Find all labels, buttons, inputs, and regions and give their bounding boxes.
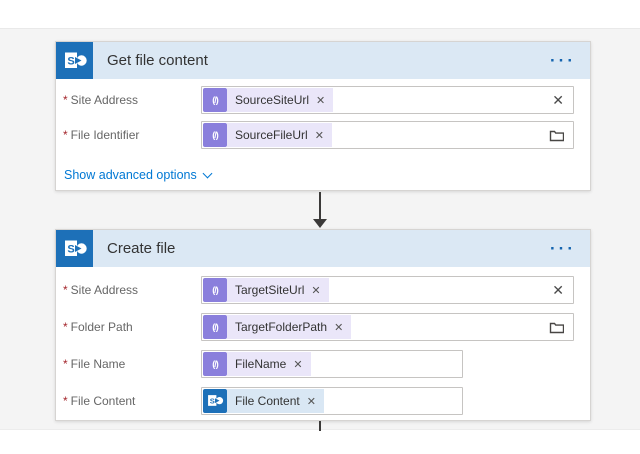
svg-text:S: S [67, 243, 74, 255]
file-identifier-input[interactable]: (/) SourceFileUrl✕ [201, 121, 574, 149]
sharepoint-token-icon: S [203, 389, 227, 413]
field-row-site-address: *Site Address (/) SourceSiteUrl✕ ✕ [63, 86, 583, 114]
outgoing-connector-line [319, 421, 321, 431]
folder-path-input[interactable]: (/) TargetFolderPath✕ [201, 313, 574, 341]
card-body: *Site Address (/) SourceSiteUrl✕ ✕ *File… [56, 79, 590, 191]
card-header-create-file[interactable]: S Create file ··· [56, 230, 590, 267]
chevron-down-icon [202, 168, 213, 179]
flow-designer-canvas: S Get file content ··· *Site Address (/)… [0, 28, 640, 431]
field-label: *File Identifier [63, 128, 140, 142]
expression-token-icon: (/) [203, 278, 227, 302]
remove-token-icon[interactable]: ✕ [293, 358, 303, 371]
card-menu-button[interactable]: ··· [550, 50, 576, 70]
svg-text:S: S [67, 55, 74, 67]
remove-token-icon[interactable]: ✕ [334, 321, 344, 334]
card-body: *Site Address (/) TargetSiteUrl✕ ✕ *Fold… [56, 267, 590, 431]
remove-token-icon[interactable]: ✕ [306, 395, 316, 408]
sharepoint-icon: S [56, 42, 93, 79]
remove-token-icon[interactable]: ✕ [316, 94, 326, 107]
action-card-create-file: S Create file ··· *Site Address (/) Targ… [55, 229, 591, 421]
clear-selection-icon[interactable]: ✕ [552, 91, 564, 108]
site-address-input[interactable]: (/) SourceSiteUrl✕ ✕ [201, 86, 574, 114]
file-name-input[interactable]: (/) FileName✕ [201, 350, 463, 378]
required-marker: * [63, 394, 68, 408]
expression-token-icon: (/) [203, 123, 227, 147]
field-label: *File Content [63, 394, 136, 408]
card-menu-button[interactable]: ··· [550, 238, 576, 258]
token-target-site-url[interactable]: (/) TargetSiteUrl✕ [203, 278, 329, 302]
required-marker: * [63, 93, 68, 107]
field-label: *Site Address [63, 93, 139, 107]
field-row-folder-path: *Folder Path (/) TargetFolderPath✕ [63, 313, 583, 341]
required-marker: * [63, 128, 68, 142]
show-advanced-options-link[interactable]: Show advanced options [64, 168, 213, 182]
field-label: *Folder Path [63, 320, 133, 334]
svg-text:S: S [210, 396, 215, 405]
required-marker: * [63, 283, 68, 297]
file-content-input[interactable]: S File Content✕ [201, 387, 463, 415]
token-file-name[interactable]: (/) FileName✕ [203, 352, 311, 376]
clear-selection-icon[interactable]: ✕ [552, 281, 564, 298]
required-marker: * [63, 357, 68, 371]
token-target-folder-path[interactable]: (/) TargetFolderPath✕ [203, 315, 352, 339]
field-label: *File Name [63, 357, 126, 371]
connector-arrowhead-icon [313, 219, 327, 228]
token-file-content[interactable]: S File Content✕ [203, 389, 324, 413]
site-address-input[interactable]: (/) TargetSiteUrl✕ ✕ [201, 276, 574, 304]
field-row-file-name: *File Name (/) FileName✕ [63, 350, 583, 378]
field-row-file-content: *File Content S File Content✕ [63, 387, 583, 415]
remove-token-icon[interactable]: ✕ [311, 284, 321, 297]
field-label: *Site Address [63, 283, 139, 297]
expression-token-icon: (/) [203, 315, 227, 339]
connector-line [319, 192, 321, 220]
required-marker: * [63, 320, 68, 334]
action-card-get-file-content: S Get file content ··· *Site Address (/)… [55, 41, 591, 191]
folder-picker-icon[interactable] [549, 314, 564, 340]
field-row-file-identifier: *File Identifier (/) SourceFileUrl✕ [63, 121, 583, 149]
card-title: Create file [107, 240, 176, 257]
expression-token-icon: (/) [203, 352, 227, 376]
token-source-file-url[interactable]: (/) SourceFileUrl✕ [203, 123, 332, 147]
sharepoint-icon: S [56, 230, 93, 267]
remove-token-icon[interactable]: ✕ [314, 129, 324, 142]
expression-token-icon: (/) [203, 88, 227, 112]
card-title: Get file content [107, 52, 208, 69]
field-row-site-address: *Site Address (/) TargetSiteUrl✕ ✕ [63, 276, 583, 304]
folder-picker-icon[interactable] [549, 122, 564, 148]
card-header-get-file-content[interactable]: S Get file content ··· [56, 42, 590, 79]
token-source-site-url[interactable]: (/) SourceSiteUrl✕ [203, 88, 334, 112]
